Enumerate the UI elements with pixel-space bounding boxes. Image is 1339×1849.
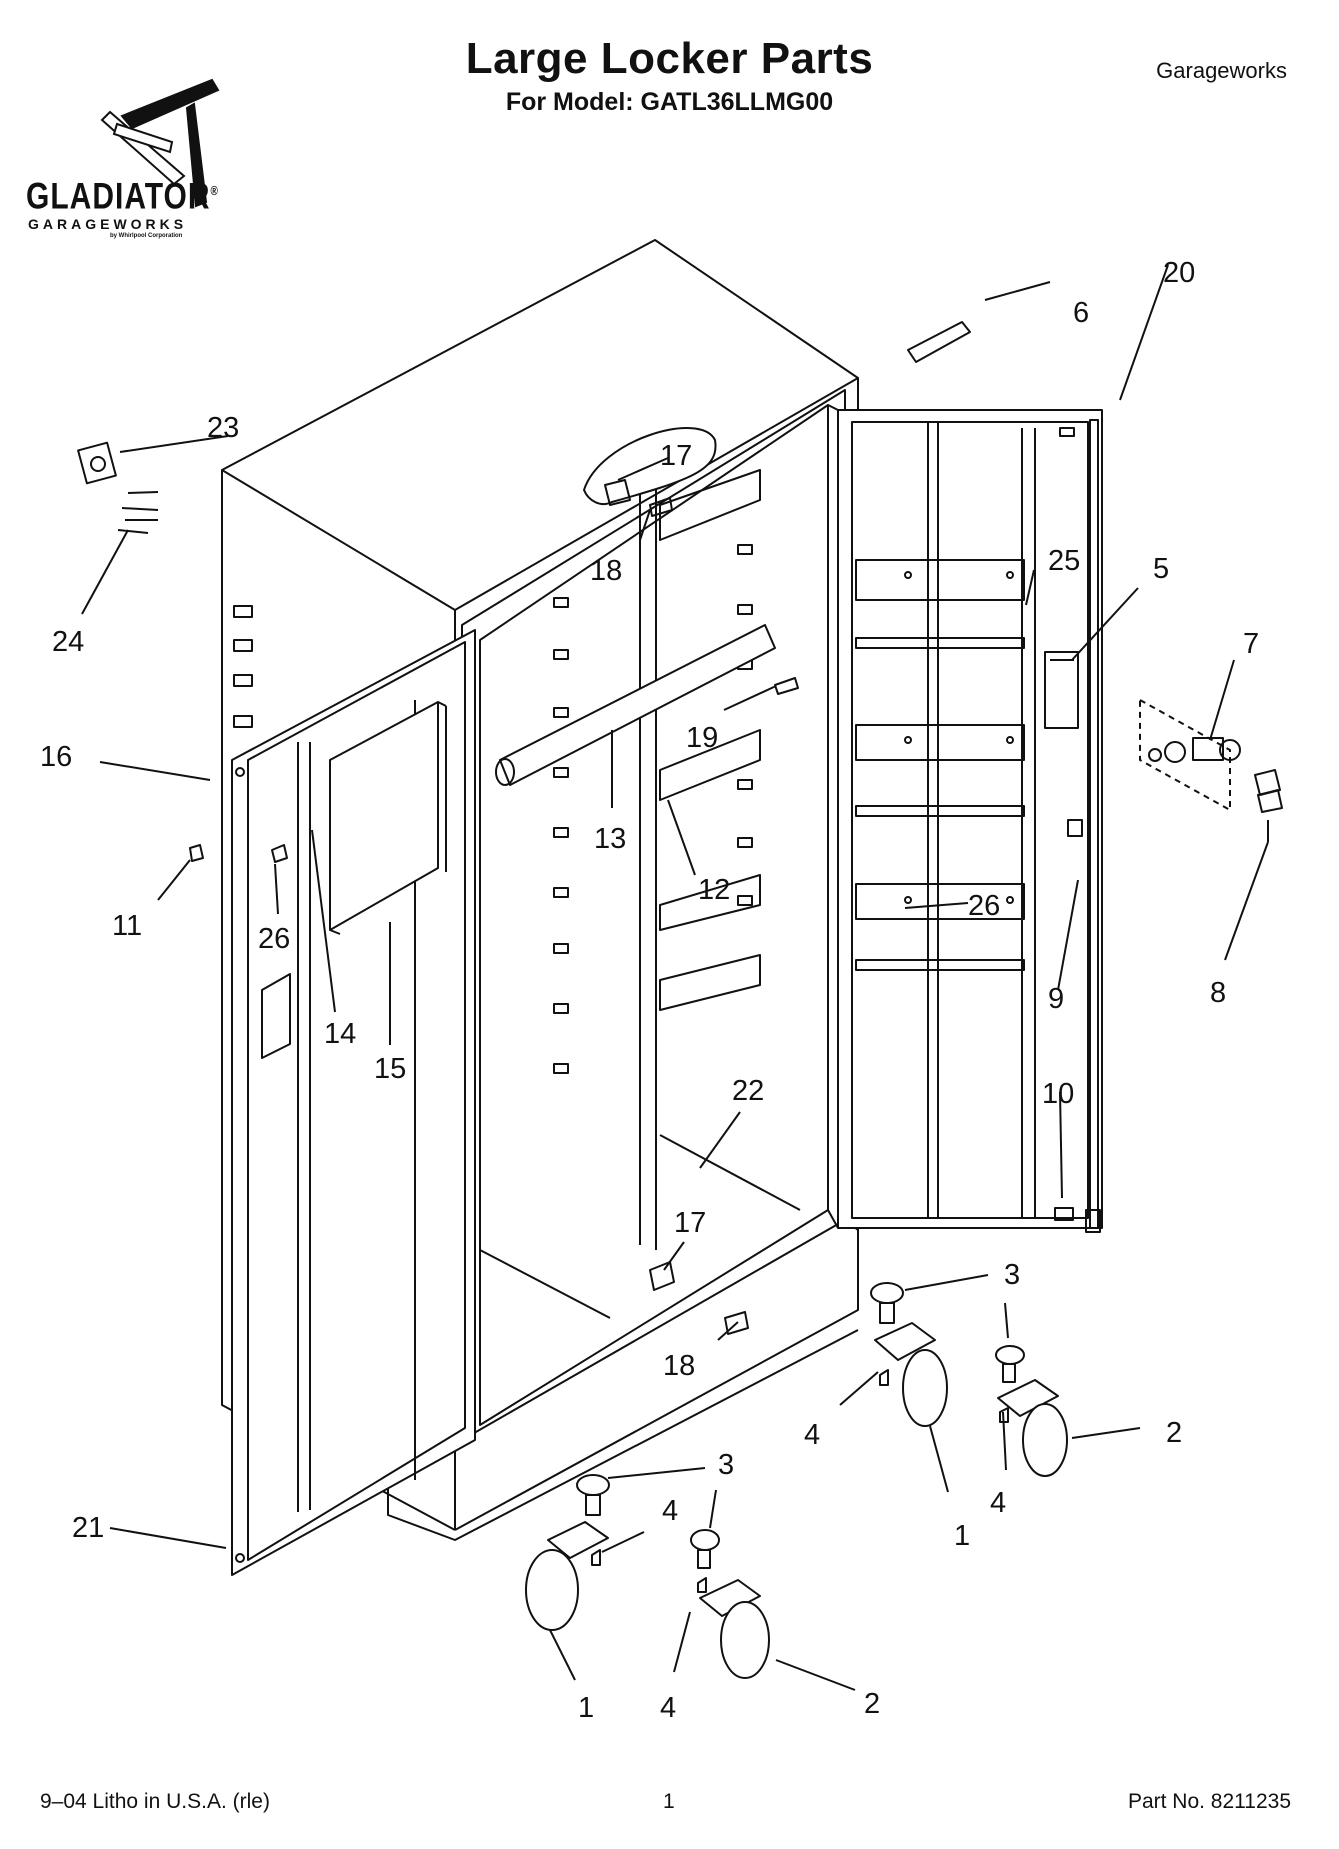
mount-plate: [77, 441, 159, 534]
callout-15: 15: [374, 1053, 406, 1085]
callout-4-upper-right: 4: [990, 1487, 1006, 1519]
leader-lines: [81, 264, 1269, 1691]
callout-4-upper-left: 4: [804, 1419, 820, 1451]
callout-20: 20: [1163, 257, 1195, 289]
callout-5: 5: [1153, 553, 1169, 585]
callout-26-right: 26: [968, 890, 1000, 922]
left-door: [231, 629, 476, 1576]
callout-11: 11: [112, 910, 142, 942]
lock-assembly: [1139, 699, 1283, 842]
callout-8: 8: [1210, 977, 1226, 1009]
callout-16: 16: [40, 741, 72, 773]
callout-6: 6: [1073, 297, 1089, 329]
brand-label: Garageworks: [1156, 58, 1287, 83]
callout-4-lower: 4: [660, 1692, 676, 1724]
callout-23: 23: [207, 412, 239, 444]
litho-note: 9–04 Litho in U.S.A. (rle): [40, 1790, 270, 1813]
callout-18-bottom: 18: [663, 1350, 695, 1382]
part-number: Part No. 8211235: [1127, 1790, 1291, 1813]
callout-10: 10: [1042, 1078, 1074, 1110]
page-number: 1: [663, 1790, 675, 1813]
caster-right-1: [870, 1282, 948, 1427]
caster-left-1: [525, 1474, 610, 1631]
callout-2-right: 2: [1166, 1417, 1182, 1449]
callout-25: 25: [1048, 545, 1080, 577]
callout-3-left: 3: [718, 1449, 734, 1481]
callout-21: 21: [72, 1512, 104, 1544]
callout-12: 12: [698, 874, 730, 906]
callout-22: 22: [732, 1075, 764, 1107]
page-title: Large Locker Parts: [465, 34, 874, 83]
callout-26-left: 26: [258, 923, 290, 955]
model-subtitle: For Model: GATL36LLMG00: [505, 88, 834, 116]
callout-24: 24: [52, 626, 84, 658]
callout-7: 7: [1243, 628, 1259, 660]
logo-name: GLADIATOR®: [26, 176, 219, 218]
label-plate: [907, 321, 971, 363]
callout-14: 14: [324, 1018, 356, 1050]
logo-tagline: by Whirlpool Corporation: [110, 233, 183, 239]
callout-2-left: 2: [864, 1688, 880, 1720]
caster-left-2: [690, 1529, 770, 1679]
callout-17-top: 17: [660, 440, 692, 472]
callout-3-right: 3: [1004, 1259, 1020, 1291]
callout-13: 13: [594, 823, 626, 855]
callout-labels: 6 20 23 24 17 18 25 5 7 19 16 13 12 26 1…: [40, 257, 1259, 1724]
callout-9: 9: [1048, 983, 1064, 1015]
callout-4-lower-upper: 4: [662, 1495, 678, 1527]
callout-1-left: 1: [578, 1692, 594, 1724]
caster-right-2: [995, 1345, 1068, 1477]
callout-1-right: 1: [954, 1520, 970, 1552]
callout-17-bottom: 17: [674, 1207, 706, 1239]
callout-18-top: 18: [590, 555, 622, 587]
logo-subtitle: GARAGEWORKS: [28, 216, 188, 232]
gladiator-logo-icon: [100, 78, 220, 208]
callout-19: 19: [686, 722, 718, 754]
right-door: [827, 404, 1103, 1233]
